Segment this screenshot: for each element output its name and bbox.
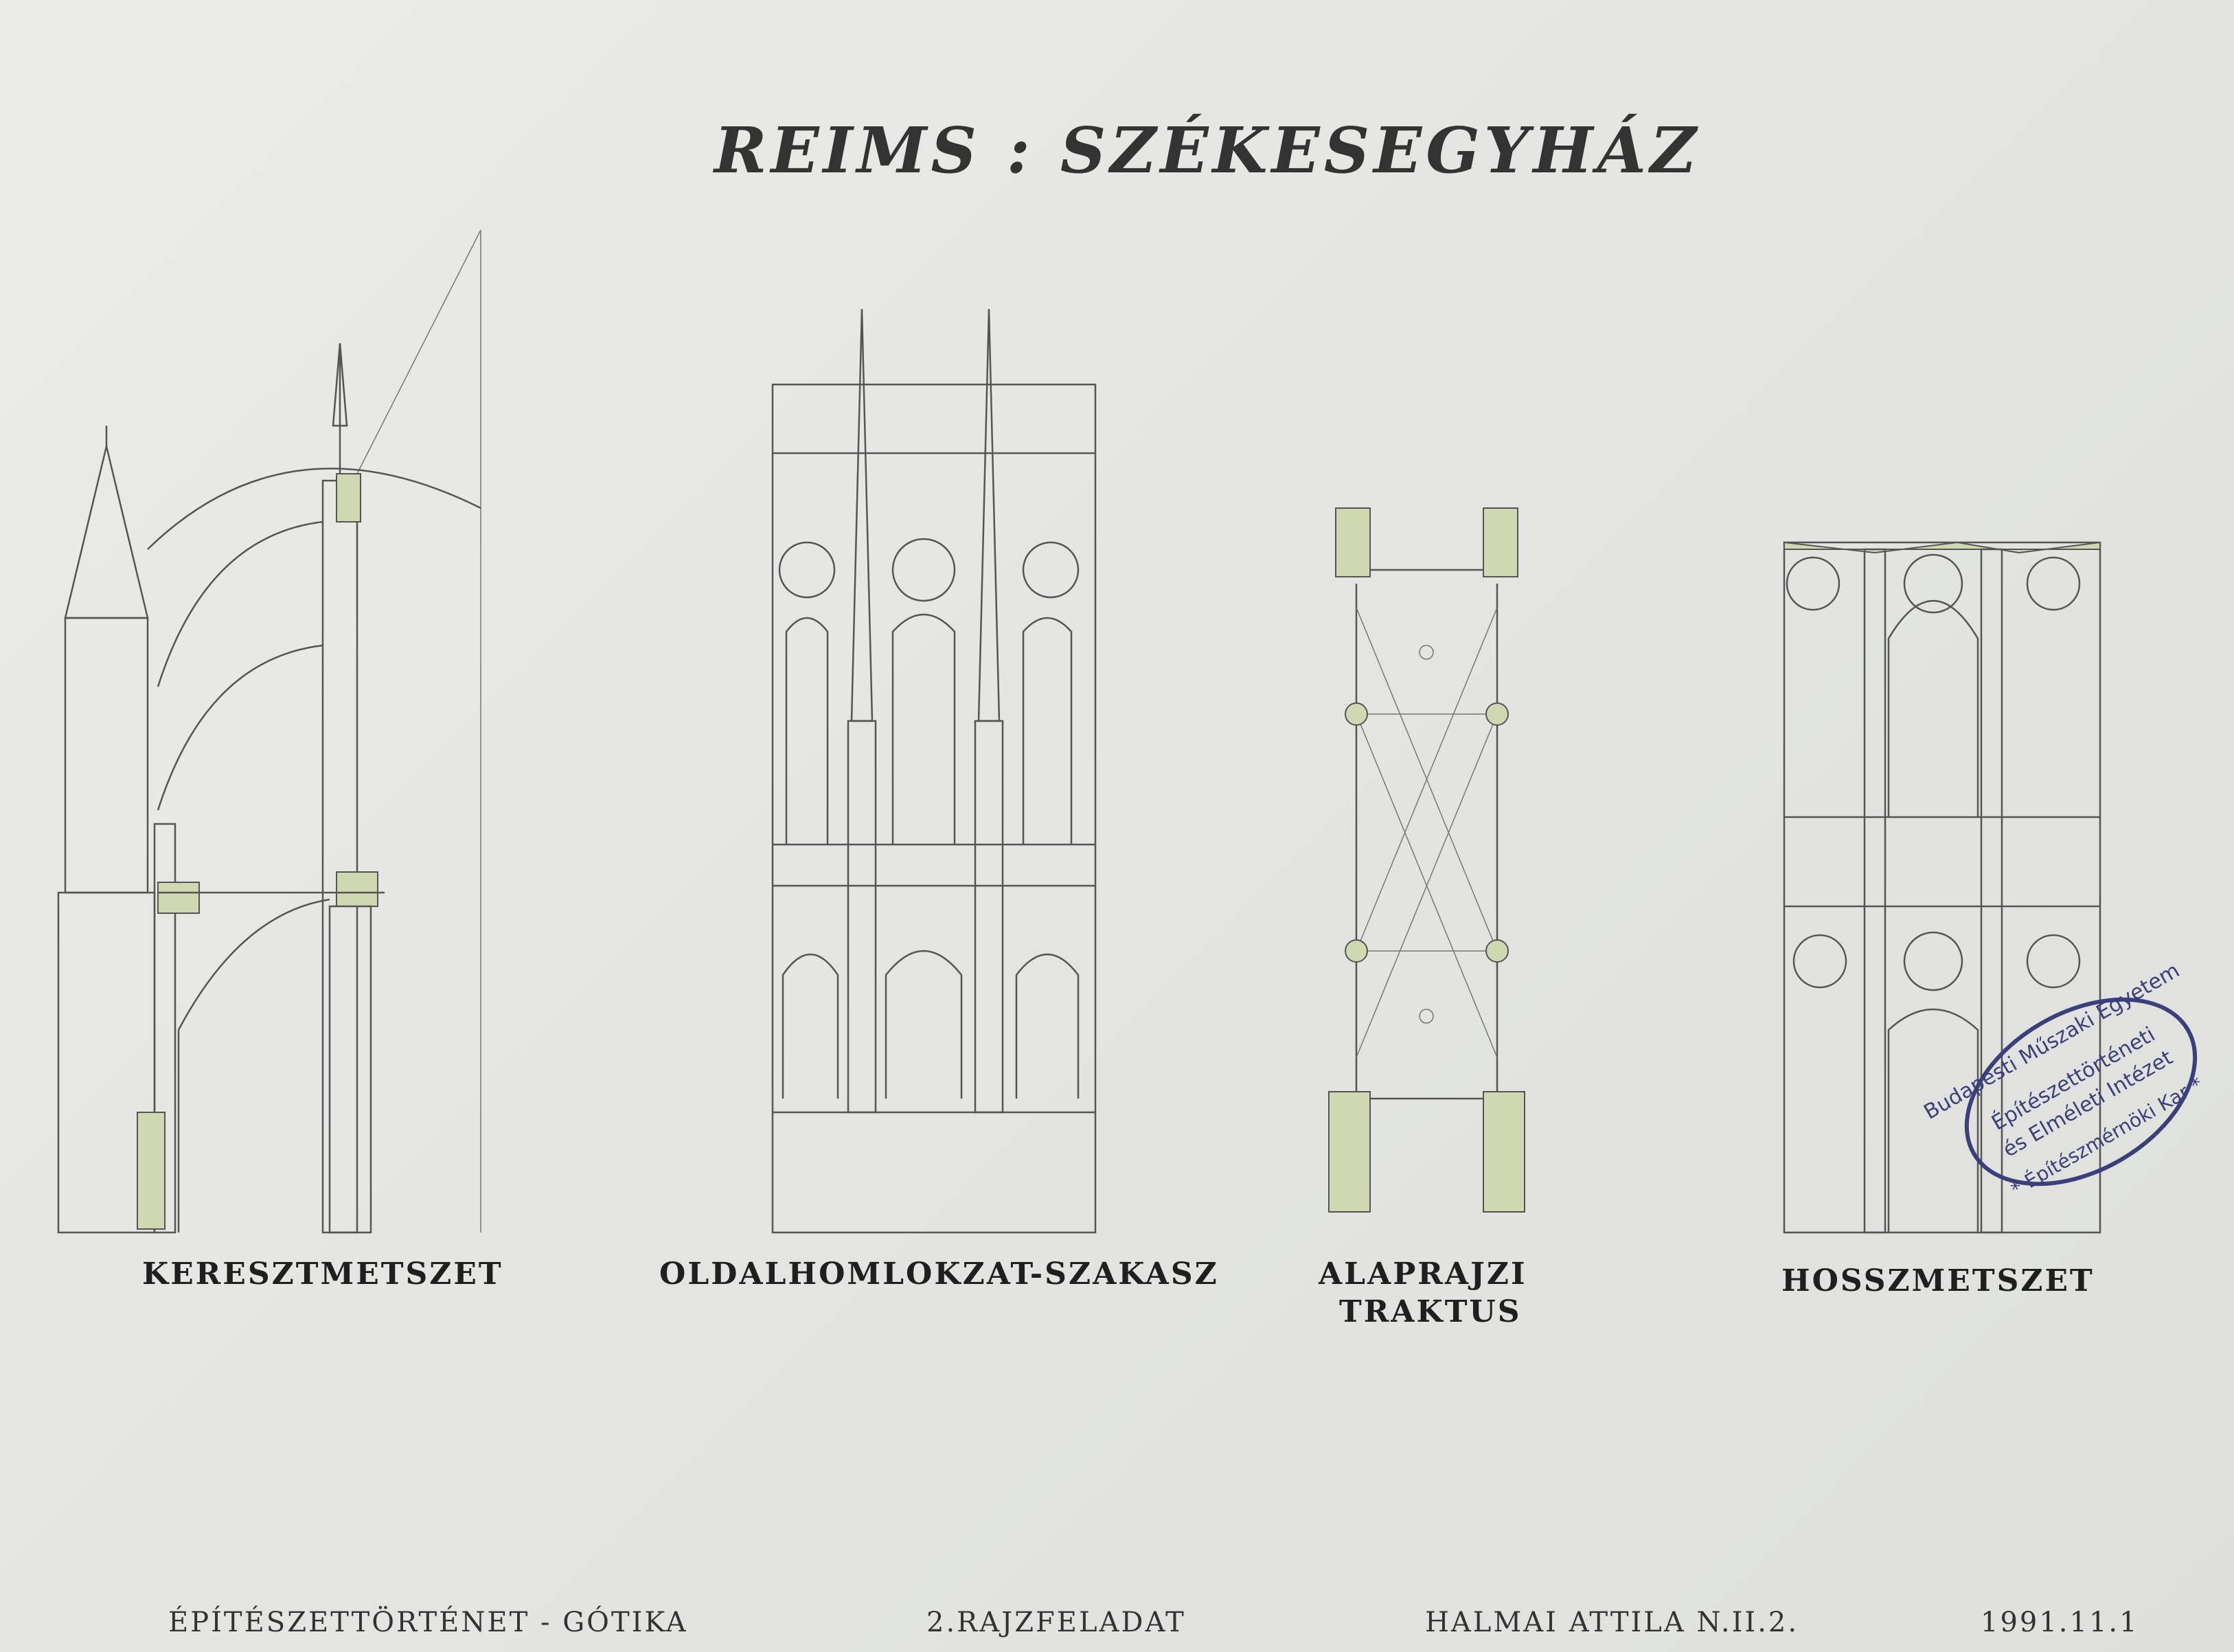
footer-date: 1991.11.1	[1981, 1607, 2139, 1638]
footer-author: HALMAI ATTILA N.II.2.	[1425, 1607, 1799, 1638]
label-longitudinal-section: HOSSZMETSZET	[1781, 1263, 2095, 1298]
footer-subject: ÉPÍTÉSZETTÖRTÉNET - GÓTIKA	[168, 1607, 688, 1638]
cross-section-drawing	[57, 229, 481, 1234]
sheet-title: REIMS : SZÉKESEGYHÁZ	[714, 113, 1700, 187]
footer-assignment: 2.RAJZFELADAT	[926, 1607, 1186, 1638]
institute-stamp: Budapesti Műszaki Egyetem Építészettörté…	[1920, 959, 2207, 1201]
side-facade-drawing	[771, 308, 1097, 1234]
plan-drawing	[1328, 507, 1525, 1213]
label-cross-section: KERESZTMETSZET	[142, 1257, 503, 1292]
label-side-facade: OLDALHOMLOKZAT-SZAKASZ	[659, 1257, 1219, 1292]
label-plan-line2: TRAKTUS	[1339, 1294, 1522, 1329]
label-plan-line1: ALAPRAJZI	[1319, 1257, 1527, 1292]
longitudinal-section-drawing	[1783, 541, 2101, 1234]
